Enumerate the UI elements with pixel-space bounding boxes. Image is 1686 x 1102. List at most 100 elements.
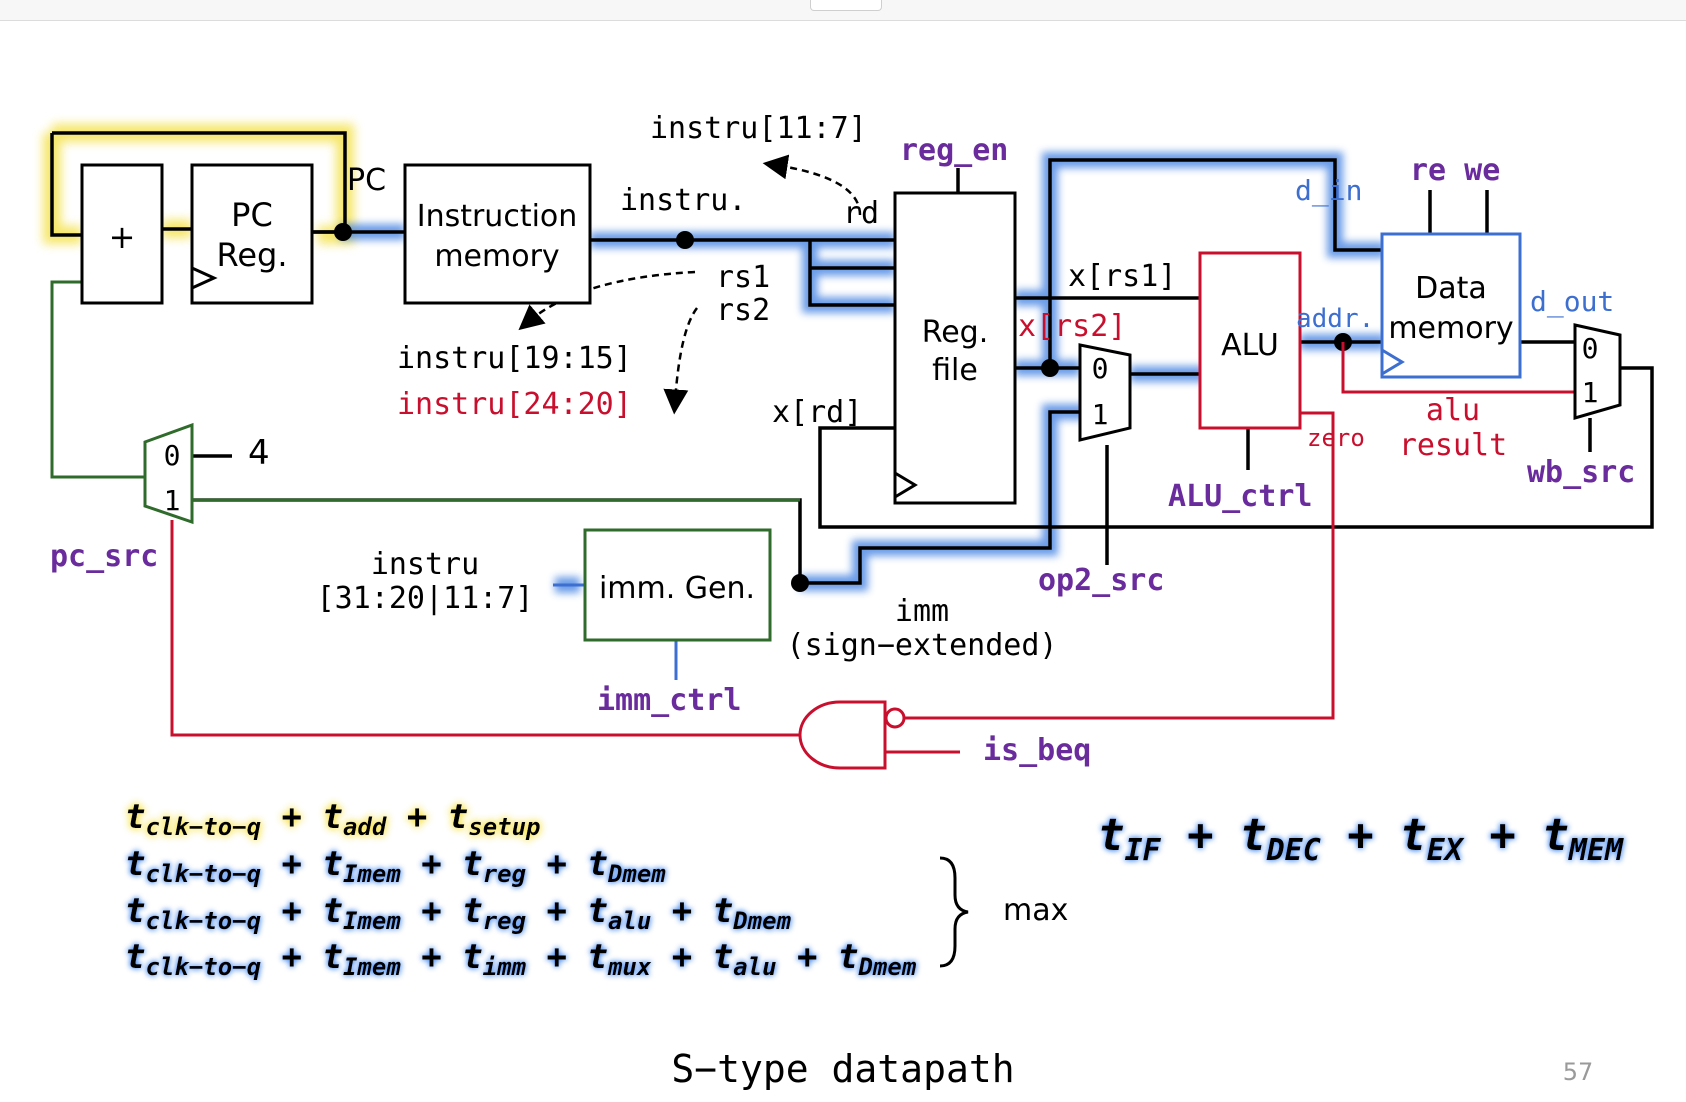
formula-term: t (125, 844, 145, 884)
svg-text:[31:20|11:7]: [31:20|11:7] (317, 581, 534, 616)
formula-term: t (448, 797, 468, 837)
formula-path-3: tclk−to−q + tImem + treg + talu + tDmem (125, 891, 792, 935)
formula-subscript: Dmem (857, 953, 916, 981)
formula-operator: + (1161, 810, 1240, 861)
formula-term: t (323, 797, 343, 837)
window-handle[interactable] (810, 0, 882, 11)
svg-text:4: 4 (248, 433, 270, 473)
svg-text:is_beq: is_beq (983, 733, 1091, 768)
formula-operator: + (261, 891, 322, 931)
svg-text:instru.: instru. (620, 183, 746, 218)
svg-text:+: + (109, 218, 136, 256)
svg-text:1: 1 (1582, 376, 1599, 409)
formula-subscript: clk−to−q (145, 813, 261, 841)
formula-subscript: clk−to−q (145, 907, 261, 935)
formula-subscript: DEC (1266, 833, 1321, 868)
formula-subscript: Dmem (732, 907, 791, 935)
formula-operator: + (526, 844, 587, 884)
svg-text:memory: memory (434, 239, 559, 274)
formula-term: t (125, 797, 145, 837)
formula-subscript: reg (483, 907, 526, 935)
formula-stages: tIF + tDEC + tEX + tMEM (1098, 810, 1624, 868)
formula-subscript: add (343, 813, 387, 841)
formula-term: t (462, 891, 482, 931)
register-file-block: Reg. file (893, 191, 1017, 505)
svg-text:memory: memory (1388, 311, 1513, 346)
svg-text:Reg.: Reg. (217, 236, 288, 274)
data-memory-block: Data memory (1380, 232, 1522, 379)
formula-term: t (587, 844, 607, 884)
svg-text:pc_src: pc_src (50, 539, 158, 574)
formula-subscript: clk−to−q (145, 860, 261, 888)
blue-labels: d_in d_out addr. (1295, 174, 1614, 334)
control-signal-labels: reg_en re we ALU_ctrl op2_src wb_src pc_… (50, 133, 1635, 768)
svg-text:re we: re we (1410, 153, 1500, 188)
svg-text:file: file (932, 353, 978, 388)
formula-subscript: clk−to−q (145, 953, 261, 981)
formula-operator: + (261, 844, 322, 884)
svg-text:imm_ctrl: imm_ctrl (597, 683, 742, 718)
formula-term: t (1400, 810, 1427, 861)
svg-text:zero: zero (1307, 424, 1365, 452)
formula-term: t (1240, 810, 1267, 861)
formula-term: t (587, 891, 607, 931)
svg-text:0: 0 (164, 439, 181, 472)
svg-text:x[rs1]: x[rs1] (1068, 259, 1176, 294)
formula-operator: + (386, 797, 447, 837)
svg-text:0: 0 (1092, 352, 1109, 385)
svg-text:x[rd]: x[rd] (772, 395, 862, 430)
formula-subscript: mux (607, 953, 652, 981)
formula-operator: + (1463, 810, 1542, 861)
annotation-arrows (518, 154, 862, 415)
svg-text:d_in: d_in (1295, 174, 1362, 208)
svg-text:rs2: rs2 (716, 293, 770, 328)
formula-operator: + (1321, 810, 1400, 861)
formula-operator: + (651, 937, 712, 977)
clock-triangle-icon (1381, 348, 1405, 376)
svg-text:PC: PC (231, 196, 273, 234)
formula-subscript: IF (1125, 833, 1162, 868)
formula-term: t (323, 891, 343, 931)
svg-text:x[rs2]: x[rs2] (1018, 309, 1126, 344)
clock-triangle-icon (191, 266, 218, 290)
svg-text:0: 0 (1582, 332, 1599, 365)
formula-operator: + (261, 937, 322, 977)
svg-text:reg_en: reg_en (900, 133, 1008, 168)
formula-term: t (125, 891, 145, 931)
datapath-wires (50, 131, 1654, 585)
formula-subscript: Imem (343, 907, 401, 935)
red-labels: instru[24:20] x[rs2] alu result zero (397, 309, 1507, 463)
inverter-bubble-icon (884, 707, 906, 729)
formula-path-4: tclk−to−q + tImem + timm + tmux + talu +… (125, 937, 917, 981)
formula-path-2: tclk−to−q + tImem + treg + tDmem (125, 844, 666, 888)
adder-block: + (80, 163, 164, 305)
formula-operator: + (651, 891, 712, 931)
svg-text:rs1: rs1 (716, 260, 770, 295)
formula-operator: + (401, 844, 462, 884)
svg-text:1: 1 (164, 484, 181, 517)
svg-text:addr.: addr. (1296, 304, 1374, 334)
svg-text:(sign−extended): (sign−extended) (787, 628, 1058, 663)
formula-subscript: alu (733, 953, 776, 981)
svg-text:instru[19:15]: instru[19:15] (397, 341, 632, 376)
black-labels: PC instru. instru[11:7] rd rs1 rs2 instr… (248, 111, 1176, 928)
max-brace (939, 856, 969, 968)
svg-text:Data: Data (1415, 271, 1487, 306)
formula-subscript: MEM (1568, 833, 1624, 868)
formula-term: t (587, 937, 607, 977)
branch-wires (170, 342, 1575, 754)
imm-ctrl-wire (553, 583, 678, 680)
formula-operator: + (261, 797, 322, 837)
formula-subscript: Imem (343, 860, 401, 888)
formula-operator: + (401, 937, 462, 977)
svg-text:1: 1 (1092, 398, 1109, 431)
svg-text:imm: imm (895, 594, 949, 629)
pc-src-wire (50, 280, 800, 502)
formula-term: t (323, 844, 343, 884)
formula-term: t (1542, 810, 1569, 861)
clock-triangle-icon (894, 471, 918, 499)
svg-text:rd: rd (843, 196, 879, 231)
page-number: 57 (1563, 1058, 1594, 1086)
formula-subscript: imm (483, 953, 527, 981)
